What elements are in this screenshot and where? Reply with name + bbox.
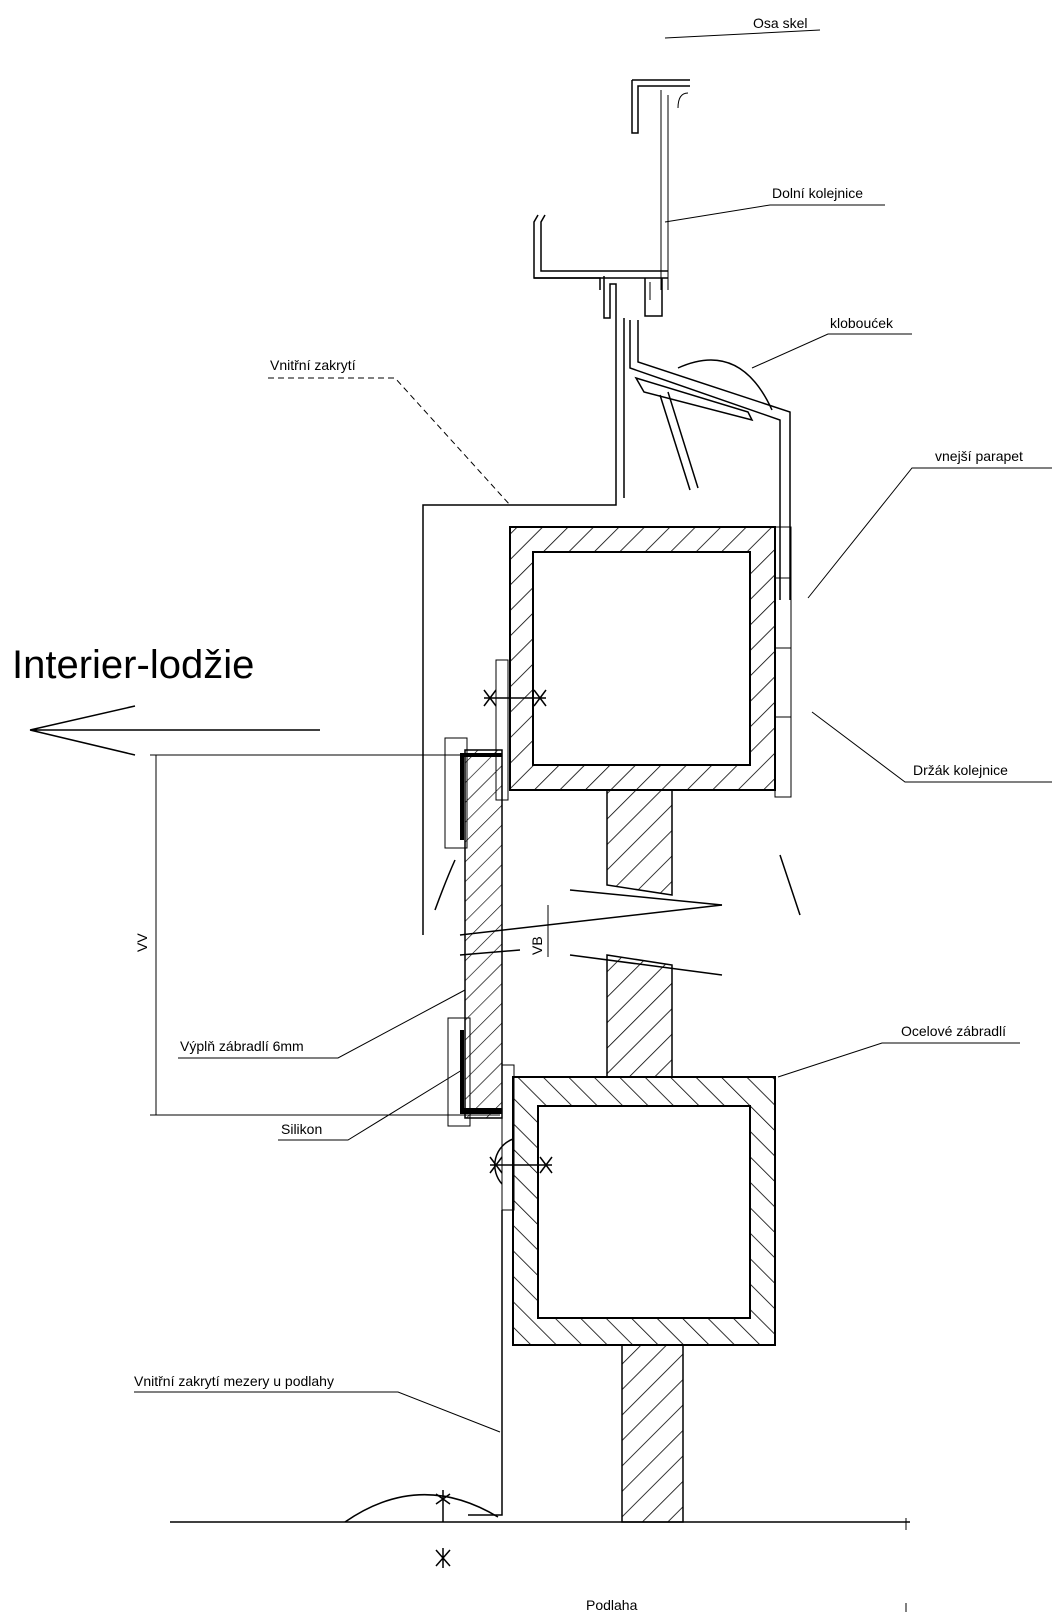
- label-ocelove-zabradli: Ocelové zábradlí: [901, 1023, 1006, 1039]
- dimension-vv: [150, 754, 549, 1116]
- upper-steel-profile: [509, 526, 792, 798]
- label-vypln-zabradli: Výplň zábradlí 6mm: [180, 1038, 304, 1054]
- label-podlaha: Podlaha: [586, 1597, 638, 1613]
- interior-arrow: [29, 705, 320, 756]
- lower-steel-profile: [512, 1076, 776, 1346]
- top-rail-profile: [631, 79, 690, 290]
- title-interier-lodzie: Interier-lodžie: [12, 643, 254, 687]
- label-vnitrni-zakryti: Vnitřní zakrytí: [270, 357, 356, 373]
- infill-panel: [444, 659, 515, 1211]
- label-osa-skel: Osa skel: [753, 15, 807, 31]
- label-drzak-kolejnice: Držák kolejnice: [913, 762, 1008, 778]
- inner-cover-profile: [422, 318, 791, 935]
- anchor-marks: [435, 689, 553, 1568]
- floor: [170, 1210, 910, 1612]
- label-vnejsi-parapet: vnejší parapet: [935, 448, 1023, 464]
- dimension-label-vb: VB: [529, 936, 545, 955]
- label-silikon: Silikon: [281, 1121, 322, 1137]
- vertical-post: [434, 789, 801, 1523]
- lower-rail-profile: [533, 214, 668, 319]
- label-dolni-kolejnice: Dolní kolejnice: [772, 185, 863, 201]
- label-kloboucek: kloboućek: [830, 315, 894, 331]
- dimension-label-vv: VV: [134, 933, 150, 952]
- label-vnitrni-zakryti-mezery: Vnitřní zakrytí mezery u podlahy: [134, 1373, 334, 1389]
- leader-lines: [134, 29, 1052, 1433]
